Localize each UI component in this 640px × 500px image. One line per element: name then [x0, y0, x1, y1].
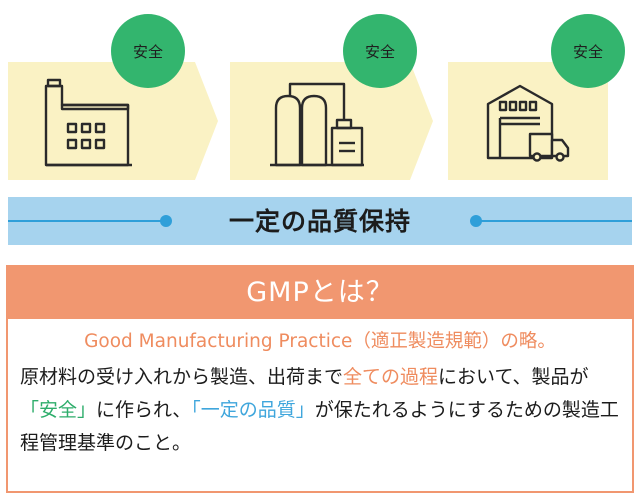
chemical-tanks-icon: [270, 82, 364, 167]
warehouse-truck-icon: [486, 84, 570, 162]
gmp-body-part2: において、製品が: [438, 366, 589, 388]
step-1-arrow: [8, 62, 218, 180]
safety-badge-2-label: 安全: [365, 43, 395, 61]
step-2-arrow: [230, 62, 433, 180]
quality-band-label: 一定の品質保持: [228, 207, 411, 236]
gmp-title: GMPとは？: [8, 267, 632, 319]
gmp-body-highlight-safety: 「安全」: [20, 399, 97, 421]
safety-badge-1: 安全: [111, 14, 185, 88]
gmp-body-highlight-all-processes: 全ての過程: [343, 366, 439, 388]
factory-icon: [44, 78, 132, 167]
safety-badge-1-label: 安全: [133, 43, 163, 61]
gmp-description: 原材料の受け入れから製造、出荷まで全ての過程において、製品が「安全」に作られ、「…: [20, 361, 620, 460]
gmp-definition-box: GMPとは？ Good Manufacturing Practice（適正製造規…: [6, 265, 634, 493]
safety-badge-3: 安全: [551, 14, 625, 88]
band-dot-right: [470, 215, 482, 227]
process-flow: 安全 安全 安全: [8, 14, 632, 245]
band-dot-left: [160, 215, 172, 227]
safety-badge-2: 安全: [343, 14, 417, 88]
gmp-subtitle: Good Manufacturing Practice（適正製造規範）の略。: [84, 331, 556, 352]
gmp-body-part3: に作られ、: [96, 399, 192, 421]
gmp-body-highlight-quality: 「一定の品質」: [191, 399, 315, 421]
gmp-body-part1: 原材料の受け入れから製造、出荷まで: [20, 366, 344, 388]
gmp-body-part4: が保たれるようにするための製造工程管理基準のこと。: [20, 399, 619, 454]
safety-badge-3-label: 安全: [573, 43, 603, 61]
